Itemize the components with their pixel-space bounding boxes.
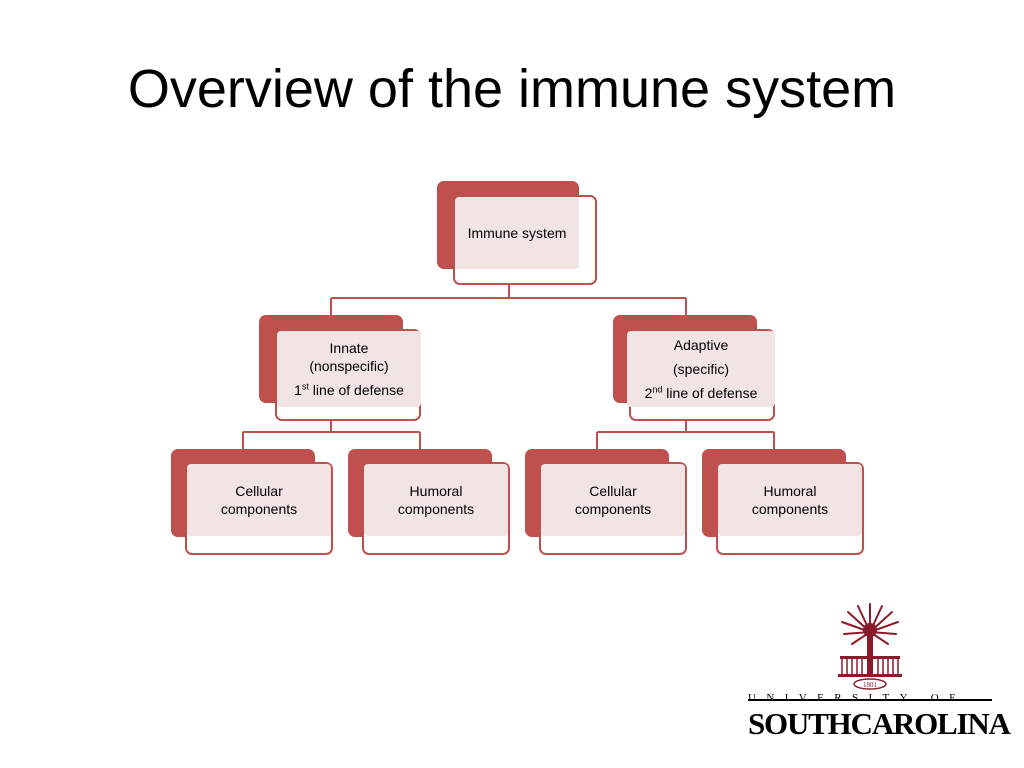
node-label-line2: components [220,501,298,517]
logo-divider [748,699,992,701]
node-label-line2: components [751,501,829,517]
slide-title: Overview of the immune system [127,59,897,119]
node-label-line1: Innate [329,340,369,356]
adaptive-to-children-connector [596,420,775,452]
logo-year: 1801 [863,681,878,689]
logo-wordmark: SOUTHCAROLINA [748,706,1011,741]
palmetto-tree-icon: 1801 [838,603,902,690]
node-label-line3: 2nd line of defense [644,384,758,401]
node-label-line1: Cellular [589,483,637,499]
node-label-line2: (nonspecific) [309,358,389,374]
innate-to-children-connector [242,420,421,452]
university-logo: 1801 UNIVERSITY OF SOUTHCAROLINA [748,600,1011,750]
root-to-level1-connector [330,285,687,318]
node-label-line2: components [397,501,475,517]
node-label-line3: 1st line of defense [294,381,404,398]
node-label-line1: Humoral [763,483,817,499]
node-label-line1: Humoral [409,483,463,499]
node-label: Immune system [467,225,567,241]
logo-university-of: UNIVERSITY OF [748,692,966,704]
node-label-line2: (specific) [672,361,729,377]
node-label-line1: Cellular [235,483,283,499]
node-label-line1: Adaptive [673,337,729,353]
node-label-line2: components [574,501,652,517]
